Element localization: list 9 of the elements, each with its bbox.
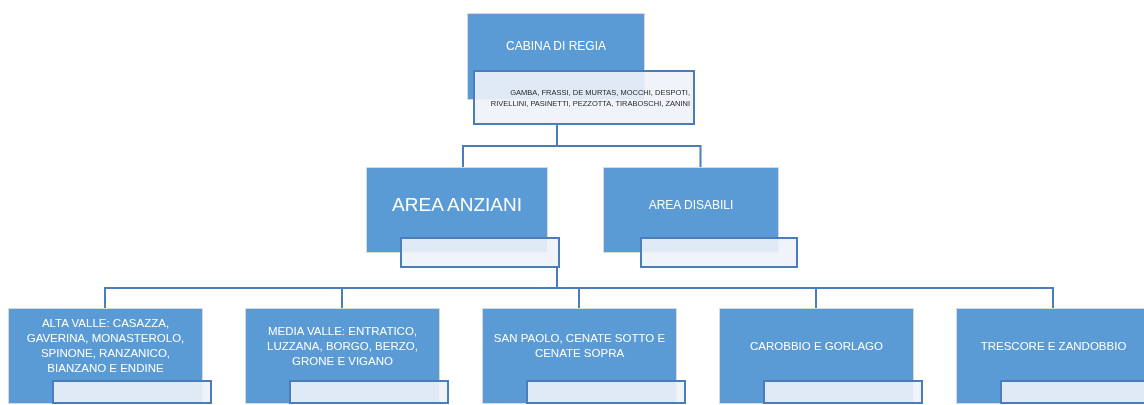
box-title: AREA DISABILI <box>648 197 734 214</box>
box-title: MEDIA VALLE: ENTRATICO, LUZZANA, BORGO, BERZO, GRONE E VIGANO <box>266 323 419 369</box>
box-title: ALTA VALLE: CASAZZA, GAVERINA, MONASTEROLO, SPINONE, RANZANICO, BIANZANO E ENDINE <box>25 316 186 376</box>
box-title: CAROBBIO E GORLAGO <box>750 338 883 354</box>
box-title: CABINA DI REGIA <box>506 37 606 55</box>
box-title: SAN PAOLO, CENATE SOTTO E CENATE SOPRA <box>492 331 667 361</box>
box-title: AREA ANZIANI <box>392 192 522 217</box>
connector-line <box>556 124 702 168</box>
box-title: TRESCORE E ZANDOBBIO <box>980 338 1127 354</box>
